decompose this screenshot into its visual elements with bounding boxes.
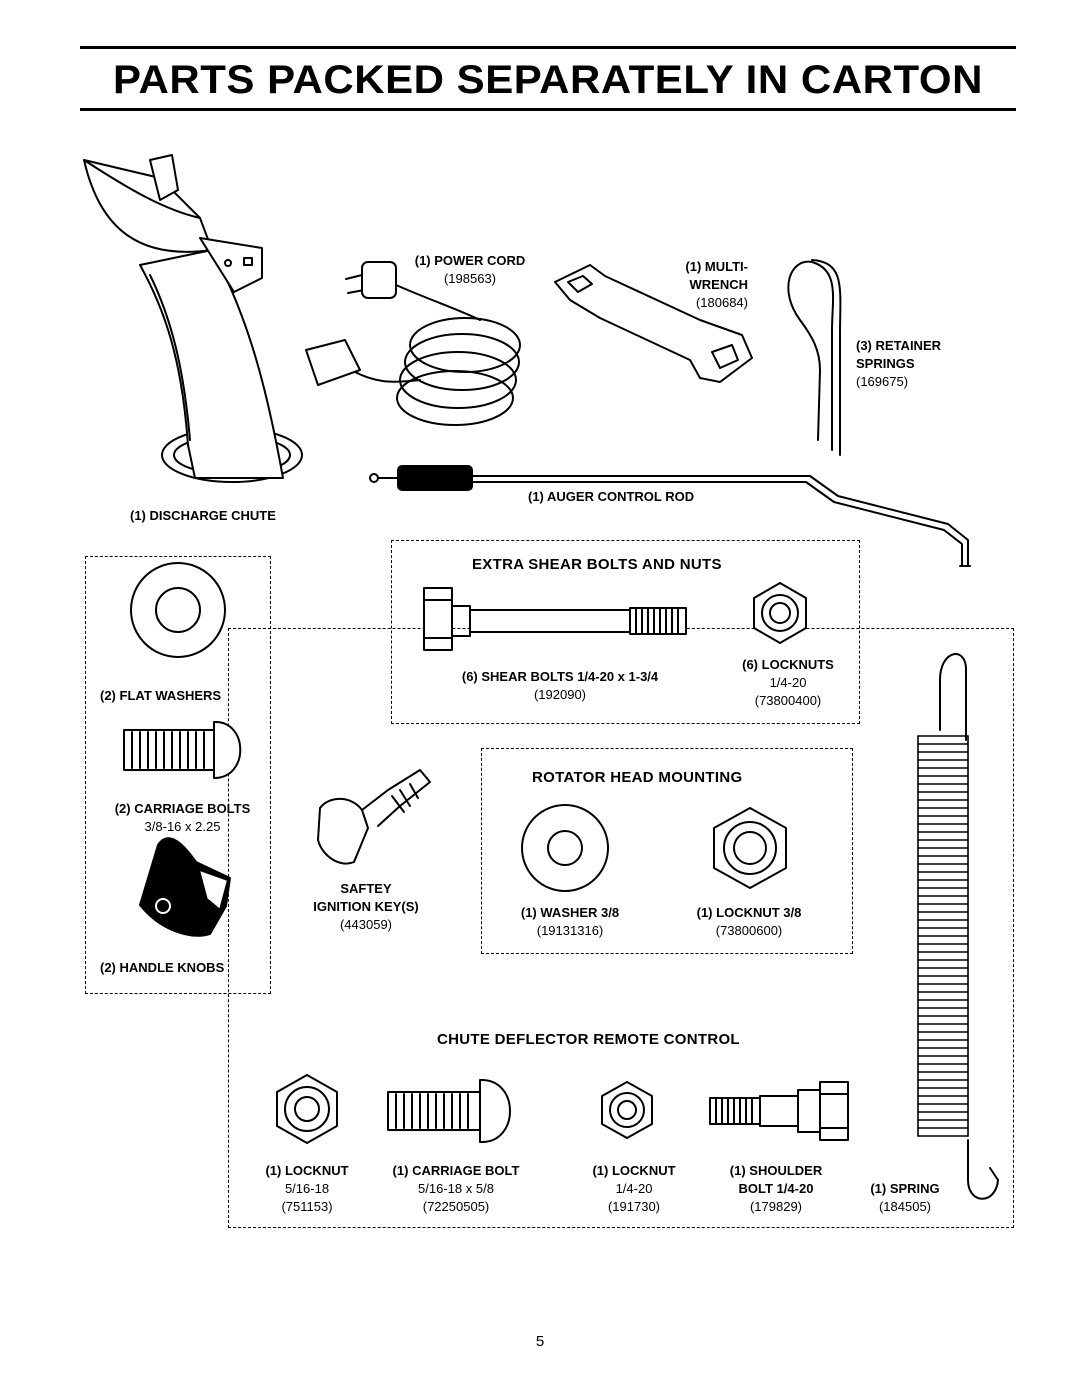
rotator-washer-icon [521,804,609,892]
power-cord-icon [305,261,521,426]
carriage-bolt-icon [123,720,242,779]
retainer-spring-icon [787,259,842,456]
handle-knob-icon [139,837,231,937]
shear-bolt-icon [423,587,687,651]
box-flat-washers-group [85,556,271,994]
shear-bolts-label: (6) SHEAR BOLTS 1/4-20 x 1-3/4 (192090) [461,669,659,702]
deflector-small-locknut-icon [601,1081,653,1139]
multi-wrench-label: (1) MULTI- WRENCH (180684) [685,259,748,310]
page-title: PARTS PACKED SEPARATELY IN CARTON [113,58,983,102]
multi-wrench-icon [554,264,753,383]
chute-deflector-section-heading: CHUTE DEFLECTOR REMOTE CONTROL [437,1031,740,1048]
extension-spring-icon [939,653,999,1200]
box-rotator-head [481,748,853,954]
flat-washers-label: (2) FLAT WASHERS [100,688,222,703]
rotator-locknut-icon [713,807,787,889]
ignition-key-icon [317,769,431,865]
deflector-locknut-b-label: (1) LOCKNUT 1/4-20 (191730) [592,1163,676,1214]
auger-control-rod-icon [369,465,971,567]
rotator-locknut-label: (1) LOCKNUT 3/8 (73800600) [696,905,802,938]
carriage-bolts-label: (2) CARRIAGE BOLTS 3/8-16 x 2.25 [114,801,251,834]
discharge-chute-icon [83,154,303,483]
deflector-carriage-bolt-icon [387,1078,511,1144]
bottom-rule [80,108,1016,111]
spring-label: (1) SPRING (184505) [870,1181,940,1214]
shoulder-bolt-label: (1) SHOULDER BOLT 1/4-20 (179829) [729,1163,823,1214]
rotator-washer-label: (1) WASHER 3/8 (19131316) [520,905,620,938]
discharge-chute-label: (1) DISCHARGE CHUTE [130,508,276,523]
power-cord-label: (1) POWER CORD (198563) [414,253,526,286]
deflector-carriage-bolt-label: (1) CARRIAGE BOLT 5/16-18 x 5/8 (7225050… [392,1163,520,1214]
top-rule [80,46,1016,49]
ignition-key-label: SAFTEY IGNITION KEY(S) (443059) [313,881,419,932]
handle-knobs-label: (2) HANDLE KNOBS [100,960,225,975]
auger-control-rod-label: (1) AUGER CONTROL ROD [528,489,695,504]
box-shear-bolts [391,540,860,724]
flat-washer-icon [130,562,226,658]
shear-section-heading: EXTRA SHEAR BOLTS AND NUTS [472,556,722,573]
spring-coils [917,735,969,1137]
deflector-locknut-a-label: (1) LOCKNUT 5/16-18 (751153) [265,1163,349,1214]
deflector-locknut-icon [276,1074,338,1144]
shoulder-bolt-icon [709,1081,849,1141]
shear-locknut-icon [753,582,807,644]
retainer-springs-label: (3) RETAINER SPRINGS (169675) [856,338,941,389]
rotator-section-heading: ROTATOR HEAD MOUNTING [532,769,743,786]
shear-locknuts-label: (6) LOCKNUTS 1/4-20 (73800400) [742,657,834,708]
page-number: 5 [535,1333,545,1350]
